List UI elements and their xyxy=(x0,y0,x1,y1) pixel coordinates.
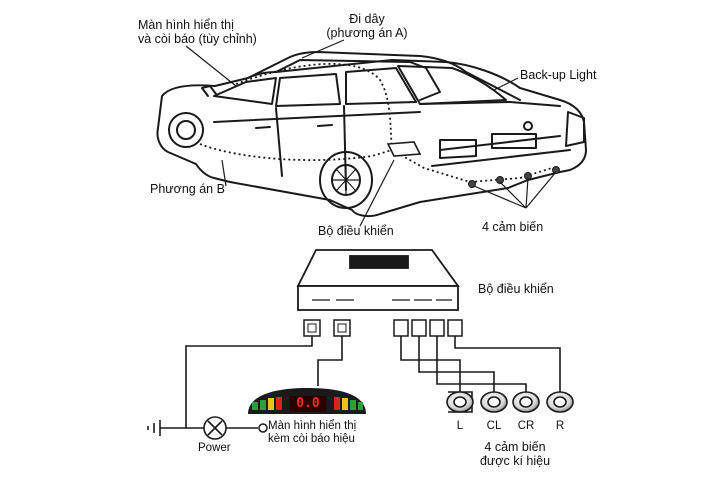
option-b-label: Phương án B xyxy=(150,182,225,196)
bumper-lower-line xyxy=(431,149,571,167)
bumper-sensors xyxy=(468,166,560,188)
display-readout-bg xyxy=(290,396,326,412)
front-door-handle xyxy=(255,126,271,129)
rear-wheel-hub xyxy=(331,164,361,196)
car-illustration xyxy=(156,51,587,218)
rear-door-handle xyxy=(317,124,333,127)
leader-option-b xyxy=(221,159,227,187)
display-terminal xyxy=(258,423,268,433)
schematic-sensors-label: 4 cảm biến được kí hiệu xyxy=(460,440,570,468)
bumper-top-line xyxy=(439,135,561,151)
front-door-window xyxy=(213,77,277,105)
leader-controller xyxy=(359,159,395,227)
wire-cr xyxy=(436,336,527,392)
front-wheel xyxy=(168,112,204,148)
wire-r xyxy=(454,336,561,392)
wire-display xyxy=(317,336,343,386)
display-unit xyxy=(248,388,366,414)
leader-sensors xyxy=(473,171,557,209)
quarter-window xyxy=(345,67,417,105)
trunk-line xyxy=(419,101,561,107)
schematic-wires xyxy=(160,336,561,429)
sensor-key-l: L xyxy=(456,420,464,432)
sensor-cl xyxy=(480,391,508,413)
rear-wheel-spokes xyxy=(332,165,360,195)
power-label: Power xyxy=(198,442,231,454)
wiring-option-a xyxy=(235,62,393,151)
car-display-label-line1: Màn hình hiển thị xyxy=(138,18,234,32)
schematic-controller-label: Bộ điều khiển xyxy=(478,282,554,296)
sensor-cr xyxy=(512,391,540,413)
car-display-label-line2: và còi báo (tùy chỉnh) xyxy=(138,32,257,46)
backup-light-lens xyxy=(523,121,533,131)
connector-l xyxy=(393,319,409,337)
bumper-sensor-4 xyxy=(552,166,560,174)
rear-wheel xyxy=(319,151,373,209)
display-bar-yellow-1 xyxy=(268,398,274,410)
display-bar-red-2 xyxy=(334,397,340,410)
car-controller-box xyxy=(386,141,422,157)
control-unit-front xyxy=(297,285,459,311)
body-crease xyxy=(213,111,421,123)
display-readout: 0.0 xyxy=(296,396,320,411)
schematic-display-label: Màn hình hiển thị kèm còi báo hiệu xyxy=(268,420,356,446)
schematic-display-label-line2: kèm còi báo hiệu xyxy=(268,433,355,445)
schematic-sensors xyxy=(446,391,574,413)
schematic-sensors-label-line2: được kí hiệu xyxy=(479,454,551,468)
schematic-sensors-label-line1: 4 cảm biến xyxy=(484,440,546,454)
rear-door-window xyxy=(275,73,341,107)
car-wiring-label: Đi dây (phương án A) xyxy=(312,12,422,40)
car-wiring-label-line1: Đi dây xyxy=(349,12,385,26)
bumper-sensor-2 xyxy=(496,176,504,184)
wiring-option-b xyxy=(199,143,393,161)
bumper-sensor-1 xyxy=(468,180,476,188)
control-unit xyxy=(296,249,460,311)
rear-window-frame xyxy=(275,59,441,101)
front-wheel-hub xyxy=(176,120,196,140)
display-bar-yellow-2 xyxy=(342,398,348,410)
ground-symbol xyxy=(147,420,161,436)
control-unit-window xyxy=(349,255,409,269)
connector-cr xyxy=(429,319,445,337)
car-controller-label: Bộ điều khiển xyxy=(318,224,394,238)
connector-r xyxy=(447,319,463,337)
display-bar-green-3 xyxy=(350,400,356,410)
wire-l xyxy=(400,336,461,392)
schematic-display-label-line1: Màn hình hiển thị xyxy=(268,420,357,432)
rear-windshield xyxy=(397,65,507,105)
side-mirror xyxy=(201,85,217,97)
sensor-r xyxy=(546,391,574,413)
car-leader-lines xyxy=(185,39,557,227)
tail-light xyxy=(565,111,585,147)
leader-backup-light xyxy=(493,77,519,91)
connectors xyxy=(303,319,463,337)
sensor-l xyxy=(446,391,474,413)
display-bar-red-1 xyxy=(276,397,282,410)
car-display-label: Màn hình hiển thị và còi báo (tùy chỉnh) xyxy=(138,18,257,46)
sensor-key-cl: CL xyxy=(486,420,502,432)
display-bar-green-2 xyxy=(260,400,266,410)
car-sensors-label: 4 cảm biến xyxy=(482,220,544,234)
display-bar-green-1 xyxy=(252,402,258,410)
sensor-key-cr: CR xyxy=(517,420,535,432)
leader-wiring-a xyxy=(301,39,345,59)
wire-power-ground xyxy=(160,336,313,429)
backup-light-label: Back-up Light xyxy=(520,68,597,82)
power-symbol xyxy=(203,416,227,440)
car-roof-outline xyxy=(247,51,521,101)
car-wiring-label-line2: (phương án A) xyxy=(326,26,408,40)
leader-display xyxy=(185,45,237,87)
car-body-outline xyxy=(156,59,587,218)
wire-cl xyxy=(418,336,495,392)
display-bar-green-4 xyxy=(358,402,363,410)
connector-cl xyxy=(411,319,427,337)
tail-light-left xyxy=(439,139,477,159)
sensor-key-r: R xyxy=(555,420,565,432)
license-plate xyxy=(491,133,537,149)
